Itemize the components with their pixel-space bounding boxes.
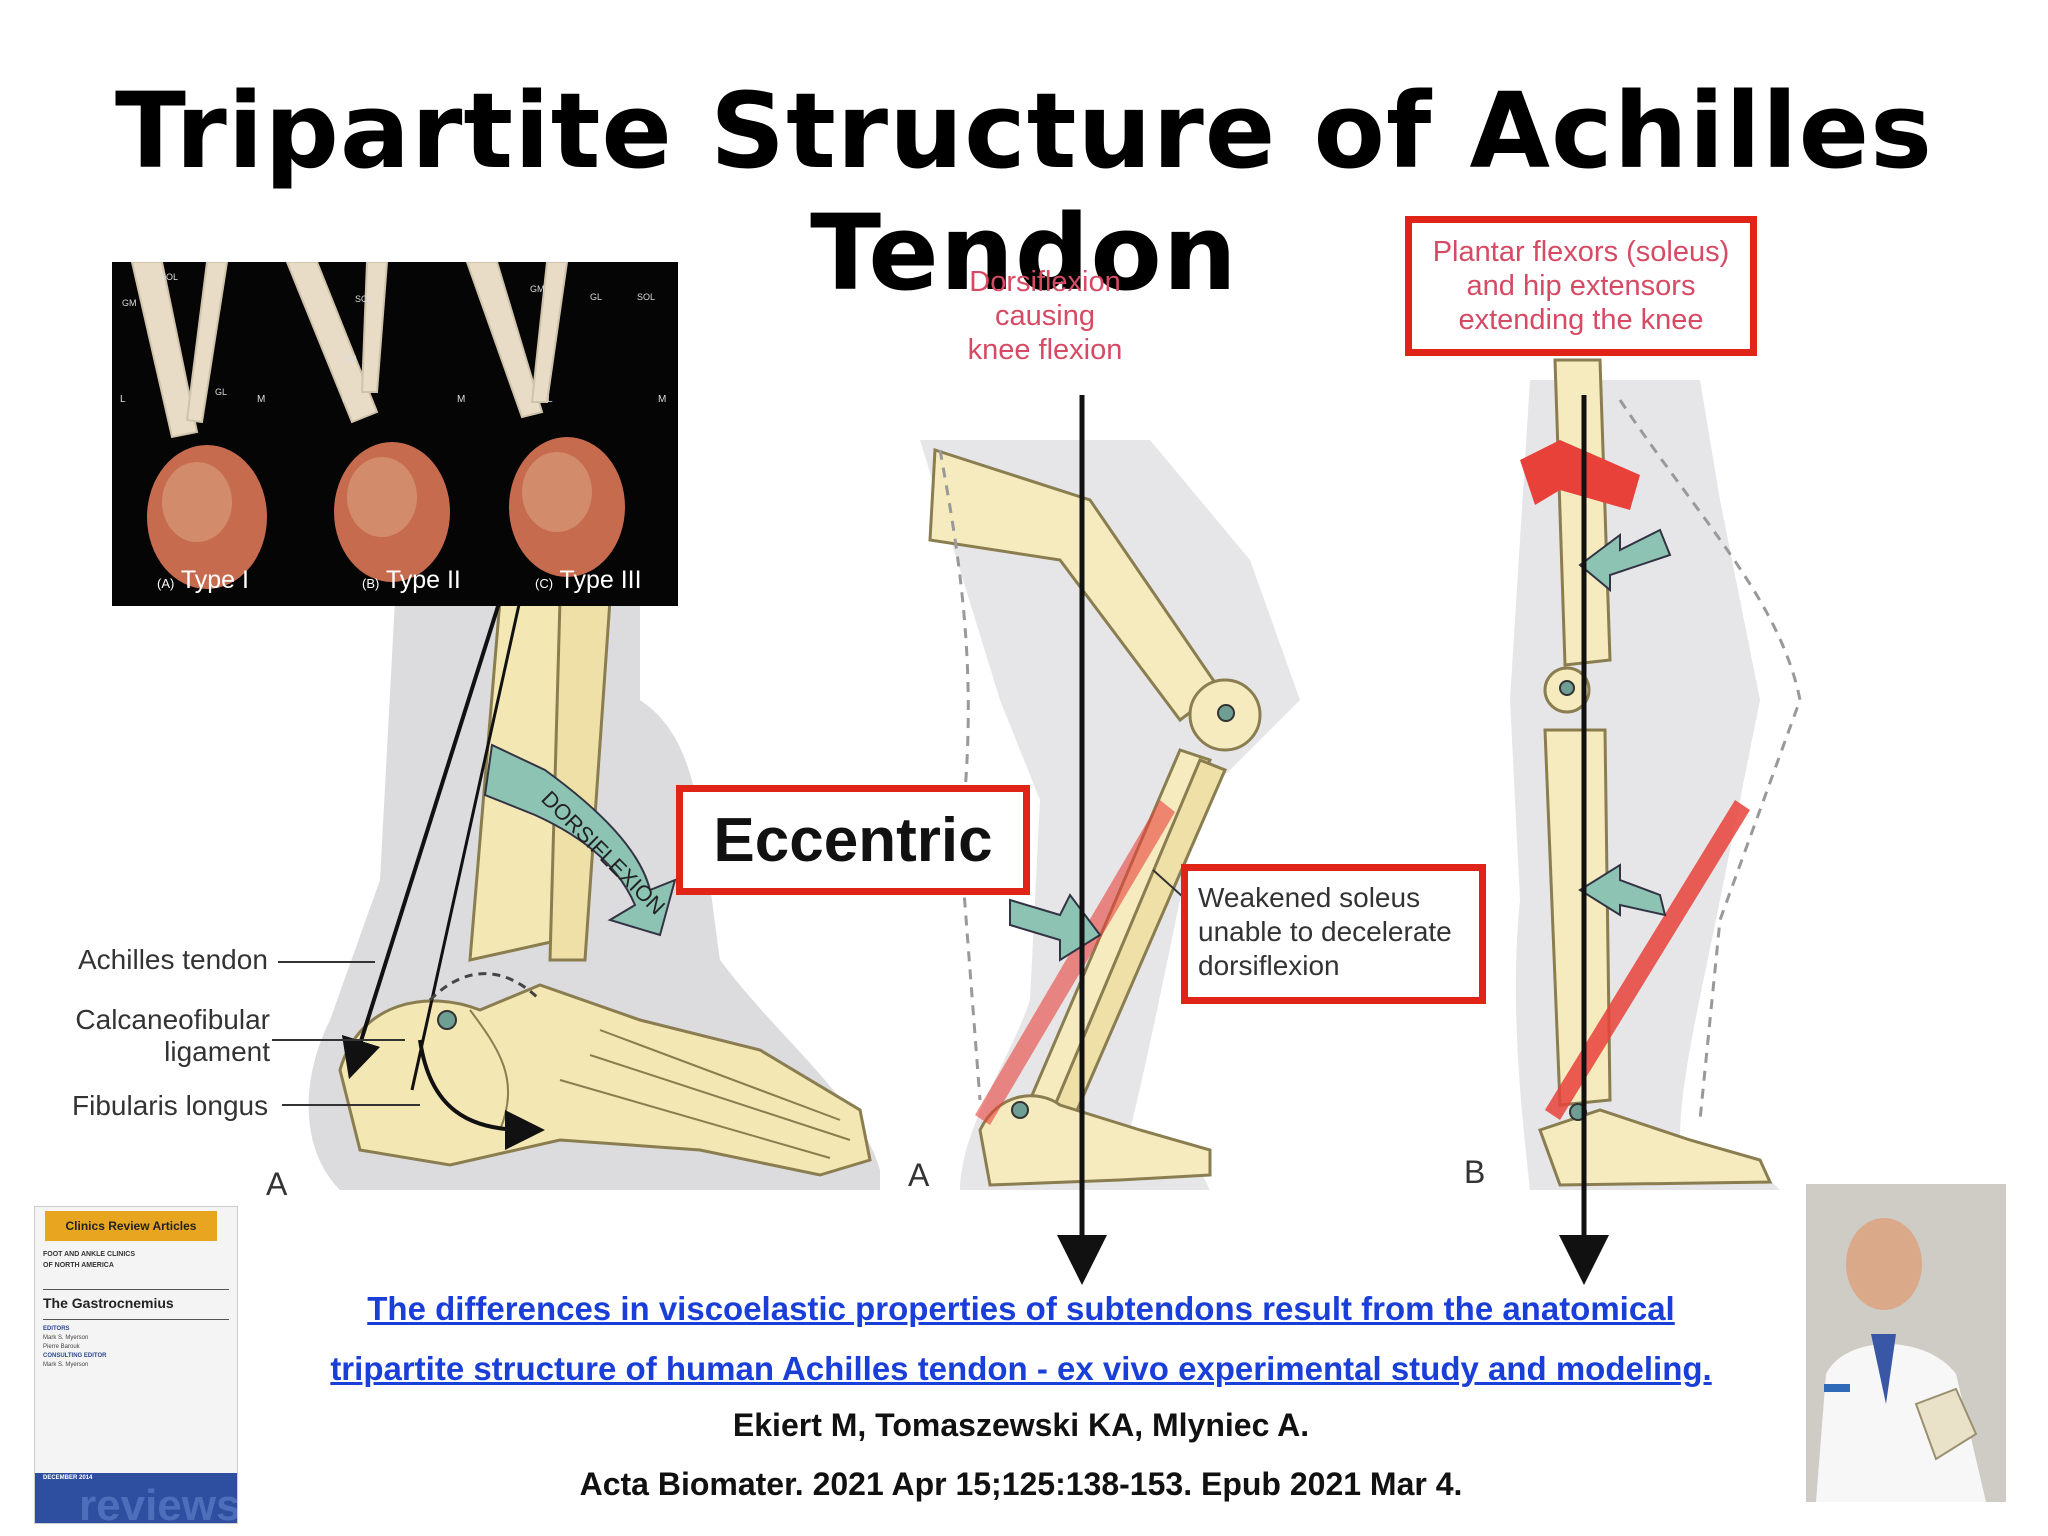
author-figure: [1806, 1184, 2006, 1502]
book-footer-band: [35, 1473, 237, 1523]
label-fibularis-longus: Fibularis longus: [72, 1090, 269, 1121]
type-1-label: Type I: [180, 566, 249, 594]
tag-type3-sol: SOL: [637, 292, 656, 302]
book-consulting-label: CONSULTING EDITOR: [43, 1353, 107, 1359]
panel-label-leg-a: A: [908, 1157, 930, 1193]
book-date: DECEMBER 2014: [43, 1475, 93, 1481]
weakened-soleus-line1: Weakened soleus: [1198, 882, 1421, 913]
eccentric-callout: Eccentric: [676, 785, 1030, 895]
weakened-soleus-line3: dorsiflexion: [1198, 950, 1340, 981]
label-achilles-tendon: Achilles tendon: [78, 944, 268, 975]
leg-a-caption: Dorsiflexion causing knee flexion: [920, 265, 1170, 367]
type-3-caption: (C) Type III: [535, 566, 642, 595]
tag-type1-sol: SOL: [160, 272, 179, 282]
plantar-flexors-callout: Plantar flexors (soleus) and hip extenso…: [1405, 216, 1757, 356]
book-editors-label: EDITORS: [43, 1326, 70, 1332]
tag-type3-gl: GL: [590, 292, 603, 302]
leg-b-caption-line2: and hip extensors: [1466, 270, 1696, 302]
panel-label-foot-a: A: [266, 1166, 288, 1202]
book-watermark: reviews: [79, 1481, 238, 1524]
leg-b-caption-line1: Plantar flexors (soleus): [1432, 236, 1730, 268]
type-1-letter: (A): [157, 576, 175, 591]
leg-b-caption-line3: extending the knee: [1458, 304, 1704, 336]
label-calcaneofibular: Calcaneofibular ligament: [72, 1004, 270, 1068]
book-editor-1: Mark S. Myerson: [43, 1335, 89, 1341]
book-editor-2: Pierre Barouk: [43, 1344, 80, 1350]
type-3-letter: (C): [535, 576, 554, 591]
type-2-label: Type II: [385, 566, 461, 594]
tag-type2-sol: SOL: [355, 294, 374, 304]
type-2-caption: (B) Type II: [362, 566, 461, 595]
book-title: The Gastrocnemius: [43, 1295, 174, 1311]
weakened-soleus-line2: unable to decelerate: [1198, 916, 1452, 947]
tag-type1-gl: GL: [215, 387, 228, 397]
tag-type1-gm: GM: [122, 298, 137, 308]
label-calcaneofibular-line1: Calcaneofibular: [75, 1004, 270, 1035]
tag-type3-gm: GM: [530, 284, 545, 294]
book-cover: Clinics Review Articles FOOT AND ANKLE C…: [34, 1206, 238, 1524]
reference-link-line2[interactable]: tripartite structure of human Achilles t…: [330, 1350, 1712, 1387]
specimen-photo: GM SOL L GL M SOL GM L M GM GL SOL L M (…: [112, 261, 678, 606]
leg-a-caption-line3: knee flexion: [967, 334, 1123, 366]
foot-illustration: DORSIFLEXION: [272, 598, 880, 1190]
author-photo: [1806, 1184, 2006, 1502]
reference-link-line1[interactable]: The differences in viscoelastic properti…: [367, 1290, 1675, 1327]
tag-type3-m: M: [658, 394, 667, 405]
type-3-label: Type III: [559, 566, 642, 594]
tag-type1-l: L: [120, 394, 126, 405]
tag-type2-gm: GM: [342, 354, 357, 364]
leg-a-illustration: [920, 395, 1300, 1285]
reference-authors: Ekiert M, Tomaszewski KA, Mlyniec A.: [732, 1407, 1310, 1443]
book-banner: Clinics Review Articles: [45, 1211, 217, 1241]
type-2-letter: (B): [362, 576, 380, 591]
leg-a-caption-line1: Dorsiflexion: [969, 266, 1121, 298]
book-series-line2: OF NORTH AMERICA: [43, 1262, 114, 1269]
book-series: FOOT AND ANKLE CLINICS OF NORTH AMERICA: [43, 1249, 135, 1271]
book-series-line1: FOOT AND ANKLE CLINICS: [43, 1251, 136, 1258]
type-1-caption: (A) Type I: [157, 566, 249, 595]
eccentric-label: Eccentric: [713, 805, 993, 875]
tag-type3-l: L: [547, 394, 553, 405]
tag-type2-m: M: [457, 394, 466, 405]
book-consulting-editor: Mark S. Myerson: [43, 1362, 89, 1368]
slide-title: Tripartite Structure of Achilles Tendon: [114, 70, 1934, 314]
specimen-drawing: [130, 261, 625, 589]
panel-label-leg-b: B: [1464, 1154, 1486, 1190]
reference-journal: Acta Biomater. 2021 Apr 15;125:138-153. …: [579, 1466, 1463, 1502]
leg-a-caption-line2: causing: [995, 300, 1095, 332]
tag-type1-m: M: [257, 394, 266, 405]
leg-b-illustration: [1510, 358, 1802, 1285]
label-calcaneofibular-line2: ligament: [164, 1036, 270, 1067]
weakened-soleus-callout: Weakened soleus unable to decelerate dor…: [1181, 864, 1486, 1004]
book-editors: EDITORS Mark S. Myerson Pierre Barouk CO…: [43, 1325, 106, 1370]
tag-type2-l: L: [342, 394, 348, 405]
